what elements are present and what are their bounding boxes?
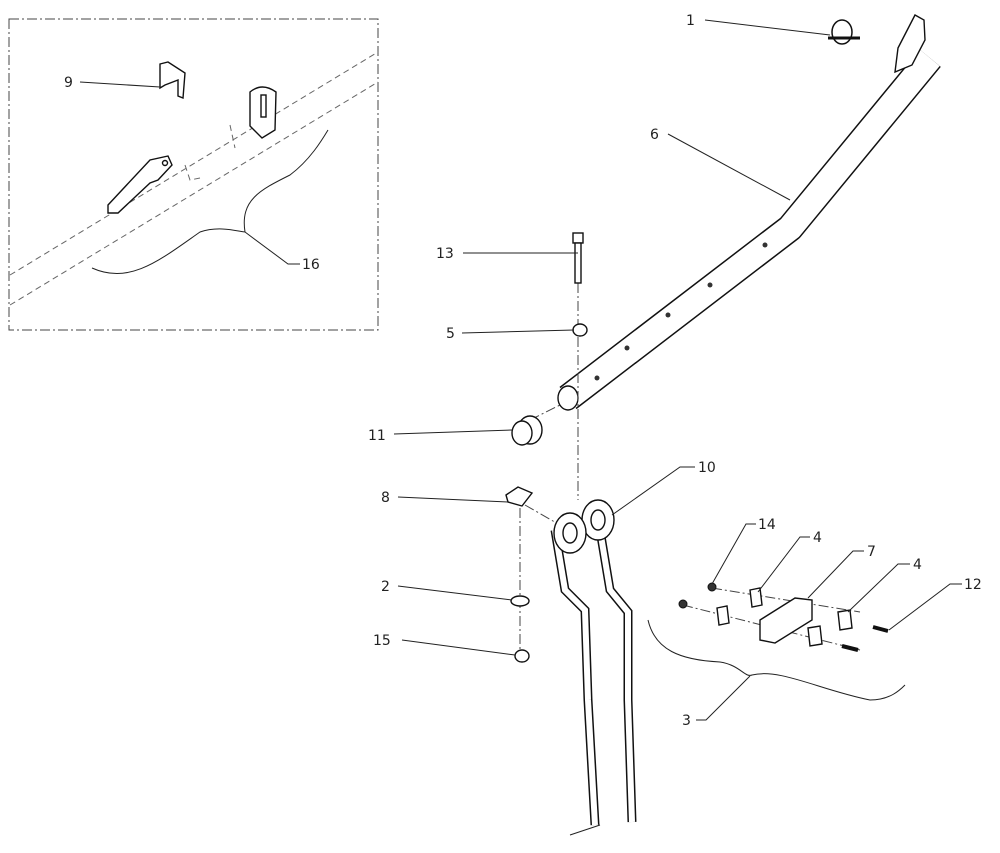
- tube-end-bracket: [894, 14, 926, 74]
- clamp-part-8: [505, 486, 534, 507]
- inset-border: [8, 18, 379, 331]
- outline-curve: [91, 129, 329, 274]
- callout-14: 14: [758, 517, 776, 533]
- callout-10: 10: [698, 460, 716, 476]
- washer-part-2: [510, 595, 530, 607]
- tine-holder-assembly: [647, 582, 906, 701]
- callout-13: 13: [436, 246, 454, 262]
- callout-2: 2: [381, 579, 390, 595]
- detail-inset: [8, 18, 379, 331]
- bolt-part-13: [572, 232, 584, 284]
- callout-9: 9: [64, 75, 73, 91]
- phantom-tube: [9, 51, 379, 306]
- callout-12: 12: [964, 577, 982, 593]
- callout-8: 8: [381, 490, 390, 506]
- spring-tine-part-10: [550, 499, 637, 836]
- callout-3: 3: [682, 713, 691, 729]
- nut-part-5: [572, 323, 588, 337]
- callout-5: 5: [446, 326, 455, 342]
- callout-1: 1: [686, 13, 695, 29]
- callout-4b: 4: [913, 557, 922, 573]
- end-plug-part-11: [511, 415, 543, 446]
- clip-part-9: [159, 61, 186, 100]
- callout-7: 7: [867, 544, 876, 560]
- callout-16: 16: [302, 257, 320, 273]
- callout-11: 11: [368, 428, 386, 444]
- callouts: 1 6 13 5 11 10 8 2 15 14 4 7 4 12 3 9 16: [64, 13, 982, 729]
- bracket-part: [107, 155, 173, 214]
- slot-plate-part: [249, 86, 277, 139]
- holder-block-7: [759, 597, 813, 644]
- tine-arm-tube: [557, 14, 941, 411]
- callout-4a: 4: [813, 530, 822, 546]
- callout-15: 15: [373, 633, 391, 649]
- linch-pin-part: [828, 19, 860, 45]
- nut-part-15: [514, 649, 530, 663]
- callout-6: 6: [650, 127, 659, 143]
